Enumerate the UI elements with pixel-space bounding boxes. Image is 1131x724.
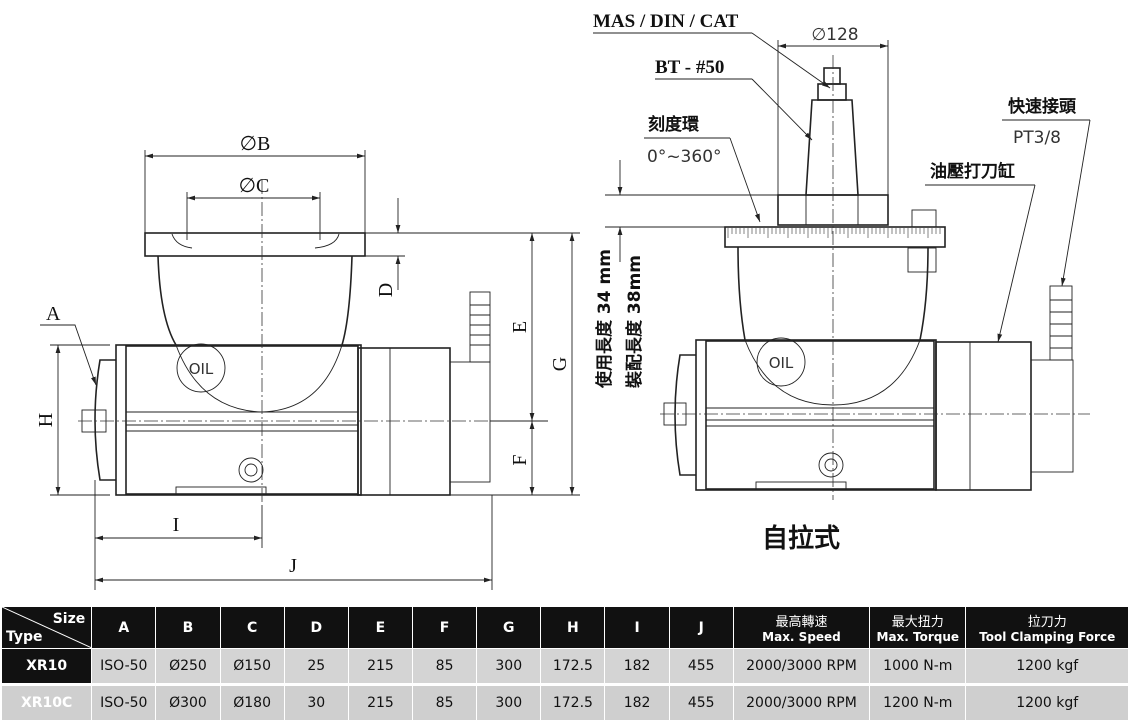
cell-e: 215	[347, 684, 414, 723]
cell-e: 215	[347, 648, 414, 686]
cell-h: 172.5	[540, 648, 606, 686]
header-clamp-cn: 拉刀力	[1027, 615, 1067, 630]
dim-phi-b: ∅B	[240, 133, 271, 155]
label-scale-range: 0°~360°	[647, 147, 722, 167]
table-row: XR10 ISO-50 Ø250 Ø150 25 215 85 300 172.…	[0, 648, 1129, 686]
table-row: XR10C ISO-50 Ø300 Ø180 30 215 85 300 172…	[0, 684, 1129, 723]
label-scale-ring: 刻度環	[648, 114, 700, 135]
header-a: A	[91, 606, 157, 649]
cell-a: ISO-50	[91, 648, 157, 686]
label-quick-coupler: 快速接頭	[1008, 96, 1077, 117]
header-g: G	[476, 606, 542, 649]
technical-drawing: OIL ∅B ∅C	[35, 11, 1091, 590]
header-speed-en: Max. Speed	[762, 630, 841, 644]
header-torque: 最大扭力 Max. Torque	[869, 606, 967, 649]
left-view: OIL ∅B ∅C	[35, 133, 580, 590]
cell-clamp: 1200 kgf	[965, 648, 1129, 686]
cell-c: Ø180	[219, 684, 285, 723]
table-header-row: Size Type A B C D E F G H I J 最高轉速 Max. …	[0, 606, 1129, 649]
dim-a: A	[46, 303, 61, 325]
oil-label-right: OIL	[769, 354, 794, 372]
header-j: J	[668, 606, 734, 649]
cell-d: 30	[283, 684, 349, 723]
cell-j: 455	[668, 684, 734, 723]
spec-table: Size Type A B C D E F G H I J 最高轉速 Max. …	[0, 606, 1129, 723]
header-e: E	[347, 606, 414, 649]
header-clamp: 拉刀力 Tool Clamping Force	[965, 606, 1129, 649]
dim-i: I	[173, 514, 180, 536]
cell-f: 85	[412, 684, 478, 723]
size-type-header: Size Type	[0, 606, 93, 649]
cell-g: 300	[476, 648, 542, 686]
header-clamp-en: Tool Clamping Force	[979, 630, 1116, 644]
header-torque-cn: 最大扭力	[891, 615, 944, 630]
cell-b: Ø300	[155, 684, 221, 723]
cell-h: 172.5	[540, 684, 606, 723]
dim-h: H	[35, 413, 57, 427]
label-bt50: BT - #50	[655, 57, 724, 78]
header-f: F	[412, 606, 478, 649]
cell-torque: 1000 N-m	[869, 648, 967, 686]
header-c: C	[219, 606, 285, 649]
scale-ring-ticks	[727, 228, 941, 238]
label-fit-length: 裝配長度 38mm	[624, 255, 645, 389]
cell-b: Ø250	[155, 648, 221, 686]
cell-speed: 2000/3000 RPM	[732, 648, 871, 686]
header-d: D	[283, 606, 349, 649]
cell-j: 455	[668, 648, 734, 686]
header-speed-cn: 最高轉速	[775, 615, 828, 630]
cell-i: 182	[604, 684, 670, 723]
cell-a: ISO-50	[91, 684, 157, 723]
right-view: OIL ∅128 MAS / DIN / CAT	[593, 11, 1091, 554]
label-hydraulic-cylinder: 油壓打刀缸	[930, 161, 1015, 182]
header-size: Size	[52, 611, 86, 627]
cell-d: 25	[283, 648, 349, 686]
cell-clamp: 1200 kgf	[965, 684, 1129, 723]
dim-e: E	[509, 321, 531, 333]
label-self-pull: 自拉式	[762, 523, 840, 554]
dim-j: J	[289, 555, 297, 577]
label-use-length: 使用長度 34 mm	[594, 249, 615, 389]
dim-f: F	[509, 454, 531, 465]
label-pt38: PT3/8	[1013, 128, 1061, 148]
cell-c: Ø150	[219, 648, 285, 686]
label-mas-din-cat: MAS / DIN / CAT	[593, 11, 739, 32]
dim-g: G	[549, 357, 571, 371]
cell-type: XR10	[0, 648, 93, 686]
cell-f: 85	[412, 648, 478, 686]
dim-phi128: ∅128	[811, 25, 858, 45]
dim-phi-c: ∅C	[239, 175, 270, 197]
cell-torque: 1200 N-m	[869, 684, 967, 723]
dim-d: D	[375, 283, 397, 297]
header-b: B	[155, 606, 221, 649]
header-torque-en: Max. Torque	[876, 630, 960, 644]
header-h: H	[540, 606, 606, 649]
oil-label-left: OIL	[189, 360, 214, 378]
header-speed: 最高轉速 Max. Speed	[732, 606, 871, 649]
cell-g: 300	[476, 684, 542, 723]
cell-i: 182	[604, 648, 670, 686]
diagonal-divider	[2, 607, 92, 648]
header-type: Type	[6, 629, 43, 645]
header-i: I	[604, 606, 670, 649]
cell-speed: 2000/3000 RPM	[732, 684, 871, 723]
cell-type: XR10C	[0, 684, 93, 723]
